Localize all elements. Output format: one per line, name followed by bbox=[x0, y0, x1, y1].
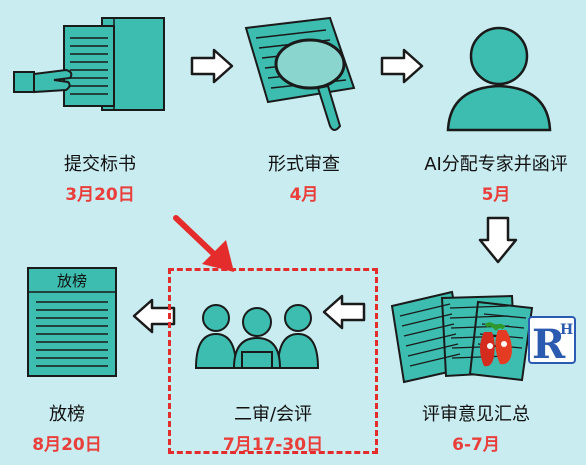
expert-person-icon bbox=[446, 26, 552, 132]
step-3-label: AI分配专家并函评 bbox=[424, 154, 568, 175]
svg-text:H: H bbox=[560, 322, 573, 338]
step-5-date: 7月17-30日 bbox=[222, 435, 324, 455]
right-arrow-icon bbox=[380, 48, 424, 84]
step-1-label: 提交标书 bbox=[64, 154, 136, 175]
step-1-date: 3月20日 bbox=[65, 185, 135, 205]
step-4-label: 评审意见汇总 bbox=[422, 404, 530, 425]
step-4-date: 6-7月 bbox=[452, 435, 500, 455]
down-arrow-icon bbox=[478, 216, 518, 264]
rh-logo-icon: R H bbox=[528, 316, 576, 368]
results-list-icon bbox=[27, 267, 117, 377]
left-arrow-icon bbox=[322, 294, 366, 330]
step-5-label: 二审/会评 bbox=[233, 404, 313, 425]
step-6-label: 放榜 bbox=[49, 404, 85, 425]
meeting-group-icon bbox=[194, 304, 320, 369]
magnifier-document-icon bbox=[244, 16, 356, 131]
submit-documents-icon bbox=[13, 17, 165, 111]
step-6-date: 8月20日 bbox=[32, 435, 102, 455]
step-3-date: 5月 bbox=[481, 185, 511, 205]
chili-pepper-logo-icon bbox=[480, 322, 512, 367]
highlight-dashed-box bbox=[168, 268, 378, 454]
right-arrow-icon bbox=[190, 48, 234, 84]
step-2-date: 4月 bbox=[289, 185, 319, 205]
red-pointer-arrow-icon bbox=[173, 215, 234, 272]
svg-text:R: R bbox=[532, 321, 566, 368]
step-2-label: 形式审查 bbox=[268, 154, 340, 175]
results-sheet-title: 放榜 bbox=[56, 272, 87, 290]
